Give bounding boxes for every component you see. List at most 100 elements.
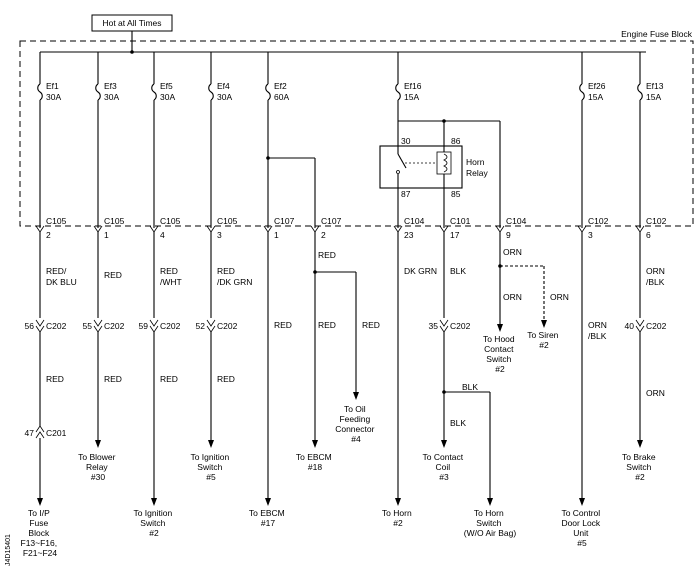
wire-color: RED: [46, 374, 64, 384]
fuse-rating: 30A: [160, 92, 175, 102]
dest-blower-relay: To Blower Relay #30: [78, 452, 118, 482]
connector-marks: [35, 225, 645, 233]
fuse-ef4: Ef4 30A C105 3: [208, 52, 238, 240]
connector-label: C107: [274, 216, 295, 226]
fuse-ef13: Ef13 15A C102 6: [637, 52, 667, 240]
lower-wiring: [35, 232, 645, 506]
arrow-icon: [265, 498, 271, 506]
arrow-icon: [441, 440, 447, 448]
connector-pin: 3: [588, 230, 593, 240]
wire-color: ORN: [503, 247, 522, 257]
wire-color: ORN: [646, 388, 665, 398]
fuse-id: Ef16: [404, 81, 422, 91]
wire-color: DK GRN: [404, 266, 437, 276]
fuse-rating: 30A: [217, 92, 232, 102]
wire-color: ORN: [503, 292, 522, 302]
wire-color: RED: [104, 374, 122, 384]
c202-pin: 55: [83, 321, 93, 331]
connector-label: C102: [588, 216, 609, 226]
destination-labels: To I/P Fuse Block F13~F16, F21~F24 To Bl…: [21, 330, 656, 558]
c202-label: C202: [646, 321, 667, 331]
relay-pin-30: 30: [401, 136, 411, 146]
arrow-icon: [312, 440, 318, 448]
fuse-id: Ef13: [646, 81, 664, 91]
c202-label: C202: [217, 321, 238, 331]
c202-pin: 56: [25, 321, 35, 331]
relay-switch-contact-icon: [397, 153, 407, 169]
wire-color: ORN: [550, 292, 569, 302]
connector-pin: 6: [646, 230, 651, 240]
connector-pin: 23: [404, 230, 414, 240]
wire-color: BLK: [450, 418, 466, 428]
arrow-icon: [208, 440, 214, 448]
wire-color: /DK GRN: [217, 277, 252, 287]
connector-pin: 3: [217, 230, 222, 240]
arrow-icon: [37, 498, 43, 506]
fuse-id: Ef5: [160, 81, 173, 91]
dest-horn-switch: To Horn Switch (W/O Air Bag): [464, 508, 517, 538]
dest-contact-coil: To Contact Coil #3: [422, 452, 465, 482]
connector-pin: 2: [321, 230, 326, 240]
dest-ebcm-18: To EBCM #18: [296, 452, 334, 472]
ef2-branch: C107 2: [266, 156, 342, 240]
inline-connector-labels: 56 C202 55 C202 59 C202 52 C202 35 C202 …: [25, 321, 667, 438]
wire-color: RED: [318, 320, 336, 330]
fuse-id: Ef4: [217, 81, 230, 91]
fuse-symbol-icon: [265, 83, 271, 101]
fuse-symbol-icon: [395, 83, 401, 101]
fuse-rating: 60A: [274, 92, 289, 102]
connector-label: C102: [646, 216, 667, 226]
c202-label: C202: [104, 321, 125, 331]
dest-hood-contact-switch: To Hood Contact Switch #2: [483, 334, 517, 374]
horn-relay-box: [379, 145, 463, 189]
connector-pin: 17: [450, 230, 460, 240]
wire-color: RED: [160, 266, 178, 276]
arrow-icon: [579, 498, 585, 506]
arrow-icon: [541, 320, 547, 328]
fuse-ef5: Ef5 30A C105 4: [151, 52, 181, 240]
arrow-icon: [637, 440, 643, 448]
dest-door-lock-unit: To Control Door Lock Unit #5: [561, 508, 602, 548]
bus-junction-dot: [130, 50, 134, 54]
relay-label-1: Horn: [466, 157, 485, 167]
connector-label: C104: [404, 216, 425, 226]
c201-label: C201: [46, 428, 67, 438]
arrow-icon: [151, 498, 157, 506]
dest-ignition-switch-2: To Ignition Switch #2: [133, 508, 174, 538]
fuse-symbol-icon: [208, 83, 214, 101]
wire-color: RED/: [46, 266, 67, 276]
horn-relay: 30 86 87 85 Horn Relay C101 17 C104 9: [379, 119, 527, 240]
c201-pin: 47: [25, 428, 35, 438]
dest-ip-fuse-block: To I/P Fuse Block F13~F16, F21~F24: [21, 508, 60, 558]
fuse-id: Ef3: [104, 81, 117, 91]
wire-color: /WHT: [160, 277, 182, 287]
fuse-symbol-icon: [637, 83, 643, 101]
dest-siren: To Siren #2: [527, 330, 561, 350]
fuse-symbol-icon: [151, 83, 157, 101]
c202-pin: 59: [139, 321, 149, 331]
arrow-icon: [497, 324, 503, 332]
connector-label: C105: [160, 216, 181, 226]
fuse-ef2: Ef2 60A C107 1: [265, 52, 295, 240]
connector-pin: 1: [104, 230, 109, 240]
c202-pin: 52: [196, 321, 206, 331]
connector-pin: 9: [506, 230, 511, 240]
relay-pin-87: 87: [401, 189, 411, 199]
connector-label: C104: [506, 216, 527, 226]
relay-pin-86: 86: [451, 136, 461, 146]
wire-color: RED: [217, 266, 235, 276]
connector-pin: 2: [46, 230, 51, 240]
fuse-rating: 15A: [588, 92, 603, 102]
fuse-symbol-icon: [579, 83, 585, 101]
c202-label: C202: [450, 321, 471, 331]
connector-label: C107: [321, 216, 342, 226]
wire-color-labels: RED/ DK BLU RED RED /WHT RED /DK GRN RED…: [46, 247, 665, 428]
relay-pin-85: 85: [451, 189, 461, 199]
wire-color: BLK: [462, 382, 478, 392]
connector-pin: 1: [274, 230, 279, 240]
wire-color: RED: [104, 270, 122, 280]
wire-color: /BLK: [646, 277, 665, 287]
wire-color: RED: [217, 374, 235, 384]
fuse-id: Ef2: [274, 81, 287, 91]
